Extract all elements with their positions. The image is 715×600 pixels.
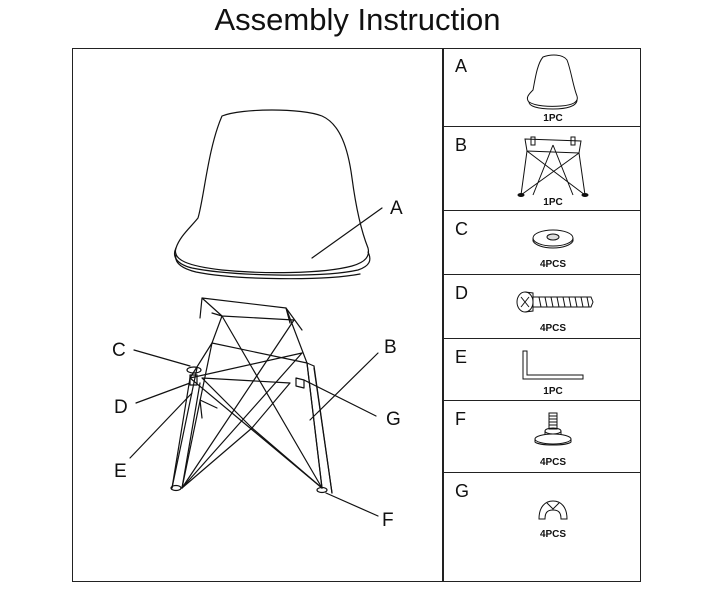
part-qty: 4PCS (539, 259, 567, 270)
part-qty: 1PC (543, 386, 563, 397)
part-letter: E (455, 347, 468, 367)
callout-d: D (114, 397, 128, 418)
chair-seat-shell-icon (526, 54, 578, 110)
wire-base-illustration (171, 297, 333, 494)
part-qty: 4PCS (539, 323, 567, 334)
part-letter: G (455, 481, 470, 501)
part-row-f: F 4PCS (443, 401, 640, 473)
callout-e: E (114, 461, 127, 482)
part-row-d: D 4PCS (443, 275, 640, 339)
part-row-c: C 4PCS (443, 211, 640, 275)
callout-f: F (382, 510, 394, 531)
wire-base-icon (517, 136, 589, 197)
part-letter: B (455, 135, 468, 155)
part-letter: D (455, 283, 468, 303)
part-qty: 1PC (543, 113, 563, 124)
callout-g: G (386, 409, 401, 430)
part-qty: 4PCS (539, 529, 567, 540)
chair-seat-illustration (173, 109, 371, 280)
callout-a: A (390, 198, 403, 219)
parts-list: A 1PC B 1PC C (443, 48, 641, 582)
page-title: Assembly Instruction (214, 2, 501, 37)
instruction-frame (72, 48, 641, 582)
part-row-b: B 1PC (443, 127, 640, 211)
callout-c: C (112, 340, 126, 361)
allen-key-icon (522, 350, 584, 380)
part-letter: A (455, 56, 468, 76)
column-divider (442, 48, 444, 582)
part-row-g: G 4PCS (443, 473, 640, 582)
leader-line-b (309, 352, 379, 421)
cap-icon (538, 500, 568, 520)
leader-line-c (133, 349, 191, 367)
leader-line-d (135, 382, 191, 404)
leader-line-g (303, 379, 377, 417)
foot-glide-icon (534, 412, 572, 446)
leader-line-f (325, 492, 379, 517)
part-row-a: A 1PC (443, 48, 640, 127)
part-letter: F (455, 409, 466, 429)
callout-b: B (384, 337, 397, 358)
bolt-icon (516, 291, 594, 313)
washer-icon (532, 229, 574, 249)
part-letter: C (455, 219, 468, 239)
assembly-diagram (129, 109, 383, 517)
leader-line-e (129, 392, 193, 459)
part-row-e: E 1PC (443, 339, 640, 401)
part-qty: 1PC (543, 197, 563, 208)
part-qty: 4PCS (539, 457, 567, 468)
leader-line-a (311, 207, 383, 259)
